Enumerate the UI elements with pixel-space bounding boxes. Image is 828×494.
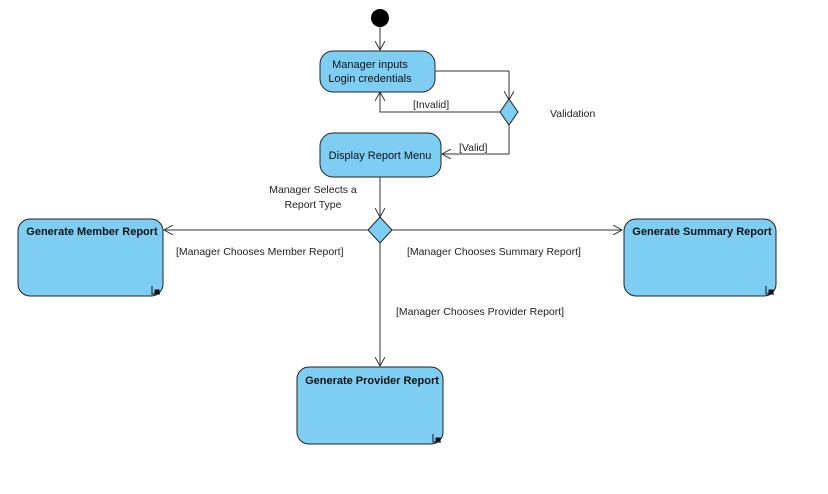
login-action xyxy=(319,50,436,93)
choose-summary-guard: [Manager Chooses Summary Report] xyxy=(407,246,581,258)
edge-valid xyxy=(442,124,510,154)
member-report-label: Generate Member Report xyxy=(26,226,158,238)
report-type-decision xyxy=(367,216,393,244)
edge-invalid xyxy=(380,92,500,113)
valid-guard: [Valid] xyxy=(459,142,487,154)
provider-report-label: Generate Provider Report xyxy=(305,375,439,387)
subactivity-rake-icon xyxy=(151,286,160,295)
subactivity-rake-icon xyxy=(432,434,441,443)
display-menu-action xyxy=(319,132,442,178)
choose-provider-guard: [Manager Chooses Provider Report] xyxy=(396,306,564,318)
validation-decision xyxy=(499,98,519,126)
subactivity-rake-icon xyxy=(765,286,774,295)
login-action-line2: Login credentials xyxy=(328,73,412,85)
summary-report-action xyxy=(623,218,777,297)
invalid-guard: [Invalid] xyxy=(413,99,449,111)
validation-label: Validation xyxy=(550,108,595,120)
summary-report-label: Generate Summary Report xyxy=(632,226,772,238)
display-menu-label: Display Report Menu xyxy=(329,150,432,162)
login-action-line1: Manager inputs xyxy=(332,59,408,71)
selects-label-line1: Manager Selects a xyxy=(269,184,357,196)
member-report-action xyxy=(17,218,164,297)
provider-report-action xyxy=(296,366,444,445)
edge-login-to-validation xyxy=(435,70,509,100)
initial-node xyxy=(371,9,389,27)
selects-label-line2: Report Type xyxy=(284,199,341,211)
choose-member-guard: [Manager Chooses Member Report] xyxy=(176,246,344,258)
